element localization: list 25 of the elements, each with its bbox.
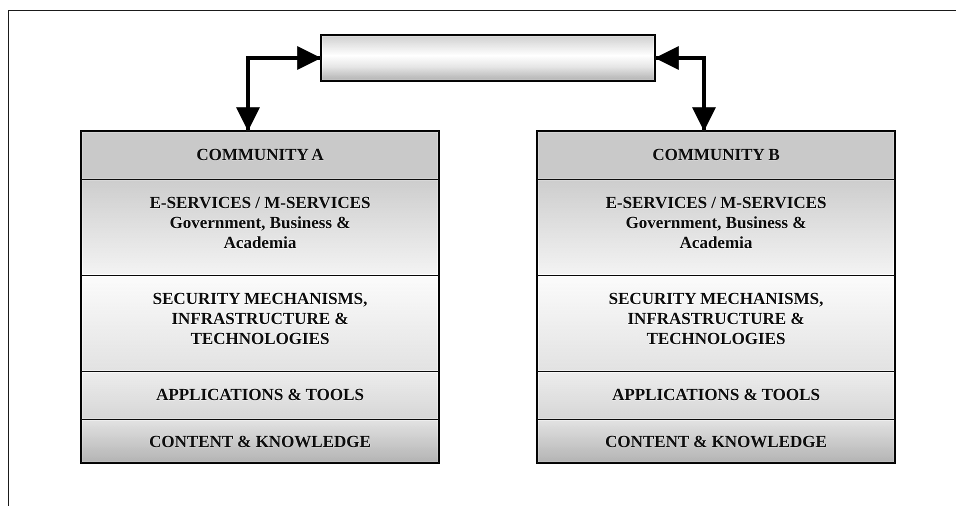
layer-label: E-SERVICES / M-SERVICES — [606, 193, 826, 213]
layer-label: E-SERVICES / M-SERVICES — [150, 193, 370, 213]
layer-band — [82, 179, 438, 275]
layer-subtitle: Government, Business & Academia — [624, 213, 808, 253]
connector-arrow — [236, 46, 322, 132]
layer-label: CONTENT & KNOWLEDGE — [149, 432, 371, 452]
connector-arrow — [654, 46, 716, 132]
layer-band — [82, 419, 438, 462]
layer-label: COMMUNITY A — [196, 145, 324, 165]
layer-band — [538, 419, 894, 462]
layer-label: APPLICATIONS & TOOLS — [612, 385, 820, 405]
layer-band — [82, 275, 438, 371]
layer-band — [538, 275, 894, 371]
layer-label: CONTENT & KNOWLEDGE — [605, 432, 827, 452]
layer-label: APPLICATIONS & TOOLS — [156, 385, 364, 405]
layer-label: SECURITY MECHANISMS, INFRASTRUCTURE & TECHNOLOGIES — [152, 289, 368, 349]
community-stack — [80, 130, 440, 464]
community-stack — [536, 130, 896, 464]
layer-label: SECURITY MECHANISMS, INFRASTRUCTURE & TECHNOLOGIES — [608, 289, 824, 349]
layer-band — [538, 371, 894, 419]
layer-subtitle: Government, Business & Academia — [168, 213, 352, 253]
layer-label: COMMUNITY B — [652, 145, 780, 165]
layer-band — [538, 179, 894, 275]
layer-band — [82, 371, 438, 419]
empty-box — [320, 34, 656, 82]
